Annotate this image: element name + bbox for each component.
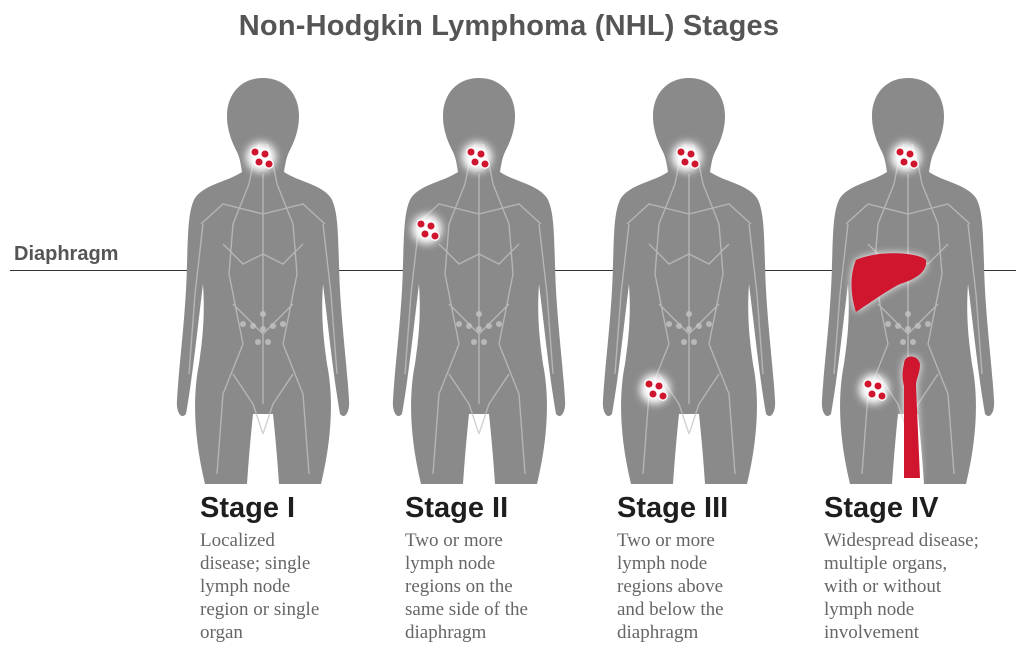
neck-lymph-nodes — [672, 142, 702, 172]
diaphragm-label: Diaphragm — [14, 243, 118, 266]
neck-lymph-nodes — [462, 142, 492, 172]
stage-3-title: Stage III — [617, 492, 827, 525]
diagram-title: Non-Hodgkin Lymphoma (NHL) Stages — [0, 10, 1018, 43]
stage-1-figure — [163, 74, 363, 484]
neck-lymph-nodes — [246, 142, 276, 172]
stage-4-description: Widespread disease; multiple organs, wit… — [824, 529, 1018, 644]
stage-1-title: Stage I — [200, 492, 410, 525]
neck-lymph-nodes — [891, 142, 921, 172]
stage-3-body-illustration — [589, 74, 789, 484]
stage-1-description: Localized disease; single lymph node reg… — [200, 529, 410, 644]
stage-2-body-illustration — [379, 74, 579, 484]
stage-4-body-illustration — [808, 74, 1008, 484]
stage-4-figure — [808, 74, 1008, 484]
axillary-lymph-nodes — [412, 214, 442, 244]
stage-2-block: Stage II Two or more lymph node regions … — [405, 492, 615, 644]
stage-1-body-illustration — [163, 74, 363, 484]
stage-1-block: Stage I Localized disease; single lymph … — [200, 492, 410, 644]
groin-lymph-nodes — [640, 374, 670, 404]
stage-4-title: Stage IV — [824, 492, 1018, 525]
stage-3-description: Two or more lymph node regions above and… — [617, 529, 827, 644]
stage-2-title: Stage II — [405, 492, 615, 525]
stage-3-block: Stage III Two or more lymph node regions… — [617, 492, 827, 644]
stage-4-block: Stage IV Widespread disease; multiple or… — [824, 492, 1018, 644]
stage-2-figure — [379, 74, 579, 484]
stage-2-description: Two or more lymph node regions on the sa… — [405, 529, 615, 644]
stage-3-figure — [589, 74, 789, 484]
groin-lymph-nodes — [859, 374, 889, 404]
femur-bone — [903, 357, 921, 479]
